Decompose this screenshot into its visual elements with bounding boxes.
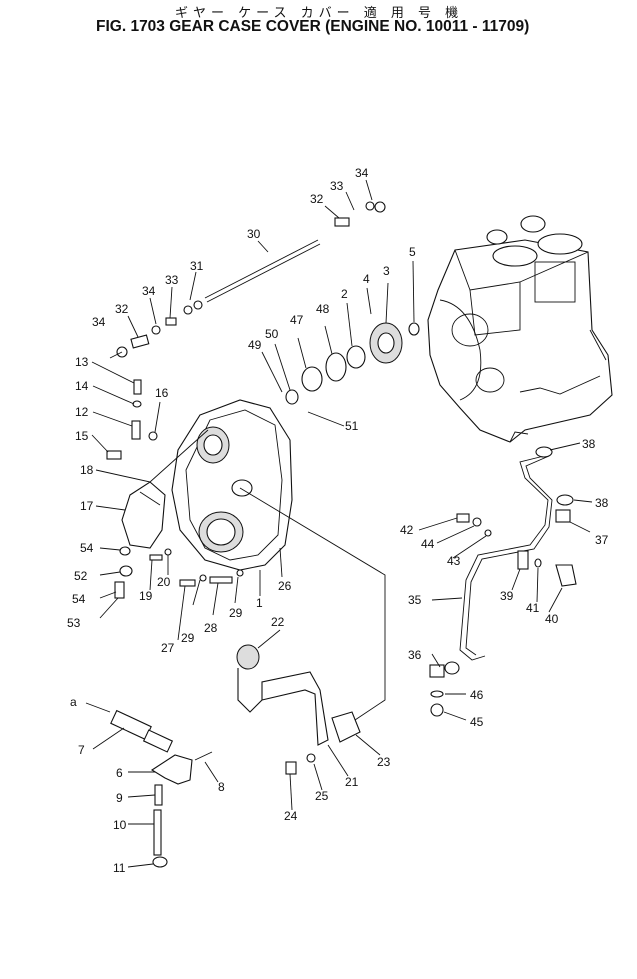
callout-11: 11 bbox=[113, 861, 126, 875]
callout-30: 30 bbox=[247, 227, 261, 241]
callout-48: 48 bbox=[316, 302, 330, 316]
callout-54b: 54 bbox=[72, 592, 86, 606]
oil-filler-drawing bbox=[236, 644, 361, 775]
callout-14: 14 bbox=[75, 379, 89, 393]
callout-27: 27 bbox=[161, 641, 175, 655]
callout-9: 9 bbox=[116, 791, 123, 805]
callout-33b: 33 bbox=[330, 179, 344, 193]
front-cover-drawing bbox=[121, 481, 166, 549]
callout-44: 44 bbox=[421, 537, 435, 551]
callout-40: 40 bbox=[545, 612, 559, 626]
callout-31: 31 bbox=[190, 259, 204, 273]
callout-52: 52 bbox=[74, 569, 88, 583]
callout-29a: 29 bbox=[181, 631, 195, 645]
callout-36: 36 bbox=[408, 648, 422, 662]
callout-51: 51 bbox=[345, 419, 359, 433]
callout-22: 22 bbox=[271, 615, 285, 629]
callout-53: 53 bbox=[67, 616, 81, 630]
callout-38b: 38 bbox=[595, 496, 609, 510]
callout-12: 12 bbox=[75, 405, 89, 419]
callout-7: 7 bbox=[78, 743, 85, 757]
callout-20: 20 bbox=[157, 575, 171, 589]
callout-39: 39 bbox=[500, 589, 514, 603]
callout-21: 21 bbox=[345, 775, 359, 789]
leader-lines bbox=[91, 179, 593, 868]
callout-19: 19 bbox=[139, 589, 153, 603]
callout-15: 15 bbox=[75, 429, 89, 443]
gear-case-cover-drawing bbox=[171, 399, 293, 571]
callout-38a: 38 bbox=[582, 437, 596, 451]
callout-35: 35 bbox=[408, 593, 422, 607]
callout-8: 8 bbox=[218, 780, 225, 794]
callout-32a: 32 bbox=[115, 302, 129, 316]
callout-45: 45 bbox=[470, 715, 484, 729]
callout-26: 26 bbox=[278, 579, 292, 593]
callout-34b: 34 bbox=[142, 284, 156, 298]
callout-6: 6 bbox=[116, 766, 123, 780]
callout-23: 23 bbox=[377, 755, 391, 769]
oil-pipe-drawing bbox=[459, 455, 549, 661]
callout-46: 46 bbox=[470, 688, 484, 702]
title-japanese: ギヤー ケース カバー 適 用 号 機 bbox=[175, 6, 464, 21]
callout-50: 50 bbox=[265, 327, 279, 341]
callout-10: 10 bbox=[113, 818, 127, 832]
callout-29b: 29 bbox=[229, 606, 243, 620]
rod-drawing bbox=[204, 239, 319, 299]
callout-37: 37 bbox=[595, 533, 609, 547]
callout-13: 13 bbox=[75, 355, 89, 369]
callout-28: 28 bbox=[204, 621, 218, 635]
callout-16: 16 bbox=[155, 386, 169, 400]
callout-42: 42 bbox=[400, 523, 414, 537]
callout-3: 3 bbox=[383, 264, 390, 278]
callout-2: 2 bbox=[341, 287, 348, 301]
callout-34c: 34 bbox=[355, 166, 369, 180]
callout-4: 4 bbox=[363, 272, 370, 286]
callout-34a: 34 bbox=[92, 315, 106, 329]
callout-54a: 54 bbox=[80, 541, 94, 555]
callout-32b: 32 bbox=[310, 192, 324, 206]
idler-gear-drawing bbox=[285, 322, 420, 405]
callout-33a: 33 bbox=[165, 273, 179, 287]
small-parts-drawing bbox=[106, 201, 577, 717]
callout-18: 18 bbox=[80, 463, 94, 477]
callout-17: 17 bbox=[80, 499, 94, 513]
engine-block-drawing bbox=[427, 215, 613, 443]
callout-47: 47 bbox=[290, 313, 304, 327]
callout-43: 43 bbox=[447, 554, 461, 568]
callout-1: 1 bbox=[256, 596, 263, 610]
callout-labels: a 2 3 4 5 6 7 8 9 10 11 12 13 14 15 16 1… bbox=[67, 166, 609, 875]
callout-25: 25 bbox=[315, 789, 329, 803]
callout-5: 5 bbox=[409, 245, 416, 259]
callout-49: 49 bbox=[248, 338, 262, 352]
callout-24: 24 bbox=[284, 809, 298, 823]
callout-a: a bbox=[70, 695, 77, 709]
figure-title: FIG. 1703 GEAR CASE COVER (ENGINE NO. 10… bbox=[96, 18, 530, 35]
callout-41: 41 bbox=[526, 601, 540, 615]
lever-parts-drawing bbox=[85, 702, 213, 868]
